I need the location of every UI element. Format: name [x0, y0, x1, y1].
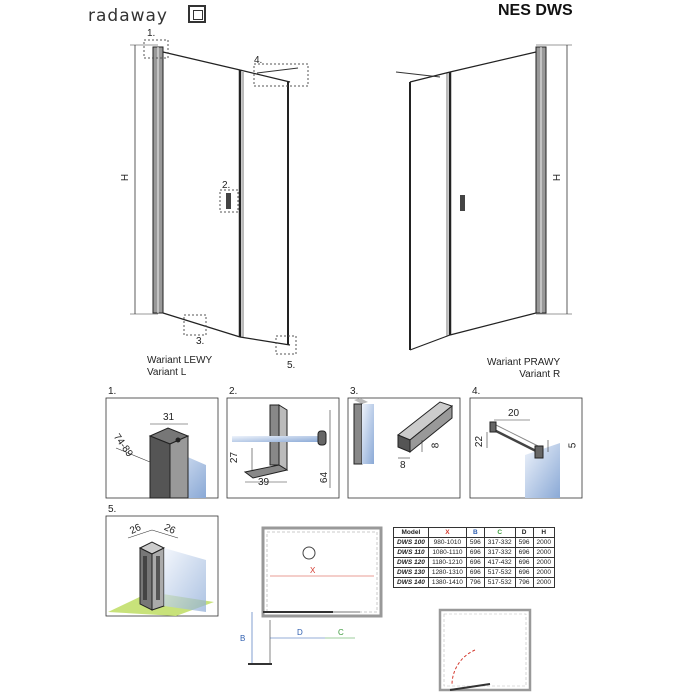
table-cell: 796	[514, 577, 534, 588]
left-variant-caption: Wariant LEWY Variant L	[147, 355, 213, 378]
model-table: Model X B C D H DWS 100 980-1010 596 317…	[393, 527, 555, 588]
table-cell: 696	[514, 557, 534, 568]
table-cell: 596	[465, 537, 485, 548]
table-cell: DWS 130	[393, 567, 429, 578]
table-cell: 1080-1110	[427, 547, 467, 558]
plan-label-d: D	[297, 628, 303, 637]
table-header: Model	[393, 527, 429, 538]
table-row: DWS 110 1080-1110 696 317-332 696 2000	[393, 547, 555, 558]
callout-4: 4.	[254, 55, 263, 66]
plan-label-b: B	[240, 634, 246, 643]
table-cell: 696	[514, 547, 534, 558]
detail-1-dim-width: 31	[163, 412, 175, 423]
table-cell: 980-1010	[427, 537, 467, 548]
table-cell: 417-432	[483, 557, 516, 568]
table-cell: 696	[465, 567, 485, 578]
detail-3	[347, 397, 461, 499]
table-row: DWS 100 980-1010 596 317-332 596 2000	[393, 537, 555, 548]
table-cell: 317-332	[483, 547, 516, 558]
table-cell: 1280-1310	[427, 567, 467, 578]
table-cell: 696	[514, 567, 534, 578]
table-header: H	[532, 527, 555, 538]
right-variant-drawing	[395, 44, 572, 351]
callout-1: 1.	[147, 28, 156, 39]
product-title: NES DWS	[498, 2, 573, 19]
detail-2-dim-39: 39	[258, 477, 270, 488]
table-cell: 2000	[532, 577, 555, 588]
height-label-right: H	[552, 173, 564, 182]
table-header: D	[514, 527, 534, 538]
detail-4-dim-5: 5	[567, 442, 579, 449]
plan-view	[248, 526, 383, 665]
detail-2-dim-27: 27	[229, 451, 241, 464]
table-cell: 696	[465, 547, 485, 558]
table-row: DWS 120 1180-1210 696 417-432 696 2000	[393, 557, 555, 568]
table-cell: DWS 120	[393, 557, 429, 568]
table-cell: 796	[465, 577, 485, 588]
table-cell: 1180-1210	[427, 557, 467, 568]
detail-3-number: 3.	[350, 386, 359, 397]
plan-label-c: C	[338, 628, 344, 637]
detail-5-number: 5.	[108, 504, 117, 515]
detail-3-dim-height: 8	[430, 442, 442, 449]
detail-2-number: 2.	[229, 386, 238, 397]
detail-4	[469, 397, 583, 499]
table-cell: 696	[465, 557, 485, 568]
detail-1	[105, 397, 219, 499]
detail-5	[105, 515, 219, 617]
table-cell: DWS 100	[393, 537, 429, 548]
detail-1-number: 1.	[108, 386, 117, 397]
right-variant-caption: Wariant PRAWY Variant R	[487, 357, 561, 380]
table-cell: 317-332	[483, 537, 516, 548]
table-cell: 2000	[532, 547, 555, 558]
table-cell: 517-532	[483, 577, 516, 588]
plan-label-x: X	[310, 566, 316, 575]
left-variant-drawing	[130, 39, 309, 355]
table-cell: 2000	[532, 557, 555, 568]
table-header: B	[465, 527, 485, 538]
detail-2-dim-64: 64	[319, 471, 331, 484]
detail-4-number: 4.	[472, 386, 481, 397]
brand-logo-icon	[188, 5, 206, 23]
brand-logo-text: radaway	[88, 6, 168, 26]
table-cell: DWS 140	[393, 577, 429, 588]
detail-4-dim-22: 22	[474, 435, 486, 448]
height-label-left: H	[120, 173, 132, 182]
detail-2	[226, 397, 340, 499]
table-cell: 1380-1410	[427, 577, 467, 588]
callout-3: 3.	[196, 336, 205, 347]
swing-schematic	[438, 608, 532, 692]
callout-5: 5.	[287, 360, 296, 371]
table-row: DWS 140 1380-1410 796 517-532 796 2000	[393, 577, 555, 588]
table-header-row: Model X B C D H	[393, 527, 555, 538]
table-cell: 2000	[532, 567, 555, 578]
table-cell: 517-532	[483, 567, 516, 578]
table-cell: 596	[514, 537, 534, 548]
callout-2: 2.	[222, 180, 231, 191]
detail-3-dim-width: 8	[400, 460, 406, 471]
table-header: X	[427, 527, 467, 538]
table-row: DWS 130 1280-1310 696 517-532 696 2000	[393, 567, 555, 578]
table-cell: 2000	[532, 537, 555, 548]
detail-4-dim-20: 20	[508, 408, 520, 419]
table-header: C	[483, 527, 516, 538]
table-cell: DWS 110	[393, 547, 429, 558]
